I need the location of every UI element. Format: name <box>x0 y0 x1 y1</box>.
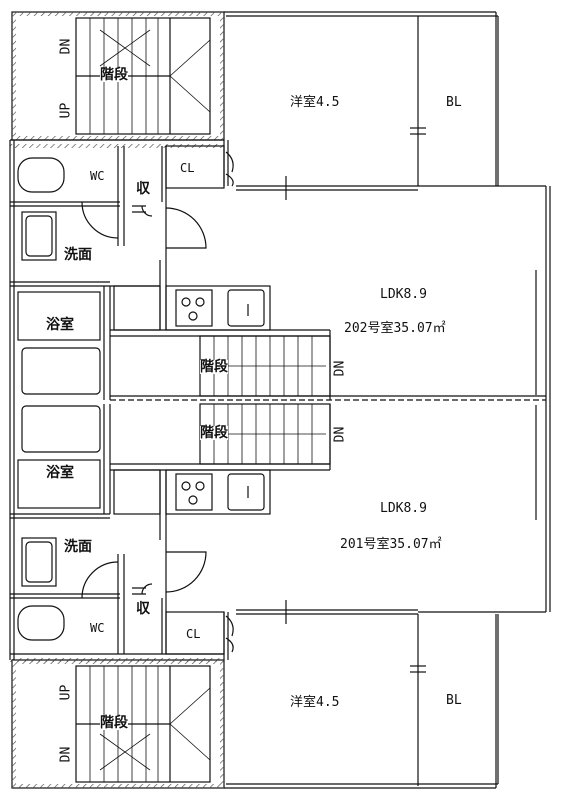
lower-storage-label: 収 <box>136 601 150 617</box>
lower-washroom-label: 洗面 <box>64 539 92 555</box>
upper-storage-label: 収 <box>136 181 150 197</box>
lower-stairs-label: 階段 <box>100 715 128 731</box>
upper-ldk-label: LDK8.9 <box>380 287 427 302</box>
lower-closet-label: CL <box>186 627 201 641</box>
upper-balcony-label: BL <box>446 95 462 110</box>
lower-bathroom-label: 浴室 <box>46 465 74 481</box>
upper-washroom-label: 洗面 <box>64 247 92 263</box>
upper-stairs-label: 階段 <box>100 67 128 83</box>
upper-wc-label: WC <box>90 169 105 183</box>
upper-inner-stairs-down-label: DN <box>332 360 348 377</box>
lower-western-room-label: 洋室4.5 <box>290 695 340 710</box>
upper-bathroom-label: 浴室 <box>46 317 74 333</box>
lower-unit-label: 201号室35.07㎡ <box>340 537 442 552</box>
lower-balcony-label: BL <box>446 693 462 708</box>
upper-stairs-down-label: DN <box>58 38 74 55</box>
lower-stairs-down-label: DN <box>58 746 74 763</box>
lower-ldk-label: LDK8.9 <box>380 501 427 516</box>
upper-inner-stairs-label: 階段 <box>200 359 228 375</box>
upper-unit-label: 202号室35.07㎡ <box>344 321 446 336</box>
lower-wc-label: WC <box>90 621 105 635</box>
lower-inner-stairs-label: 階段 <box>200 425 228 441</box>
upper-western-room-label: 洋室4.5 <box>290 95 340 110</box>
lower-inner-stairs-down-label: DN <box>332 426 348 443</box>
lower-stairs-up-label: UP <box>58 684 74 701</box>
upper-stairs-up-label: UP <box>58 102 74 119</box>
upper-closet-label: CL <box>180 161 195 175</box>
